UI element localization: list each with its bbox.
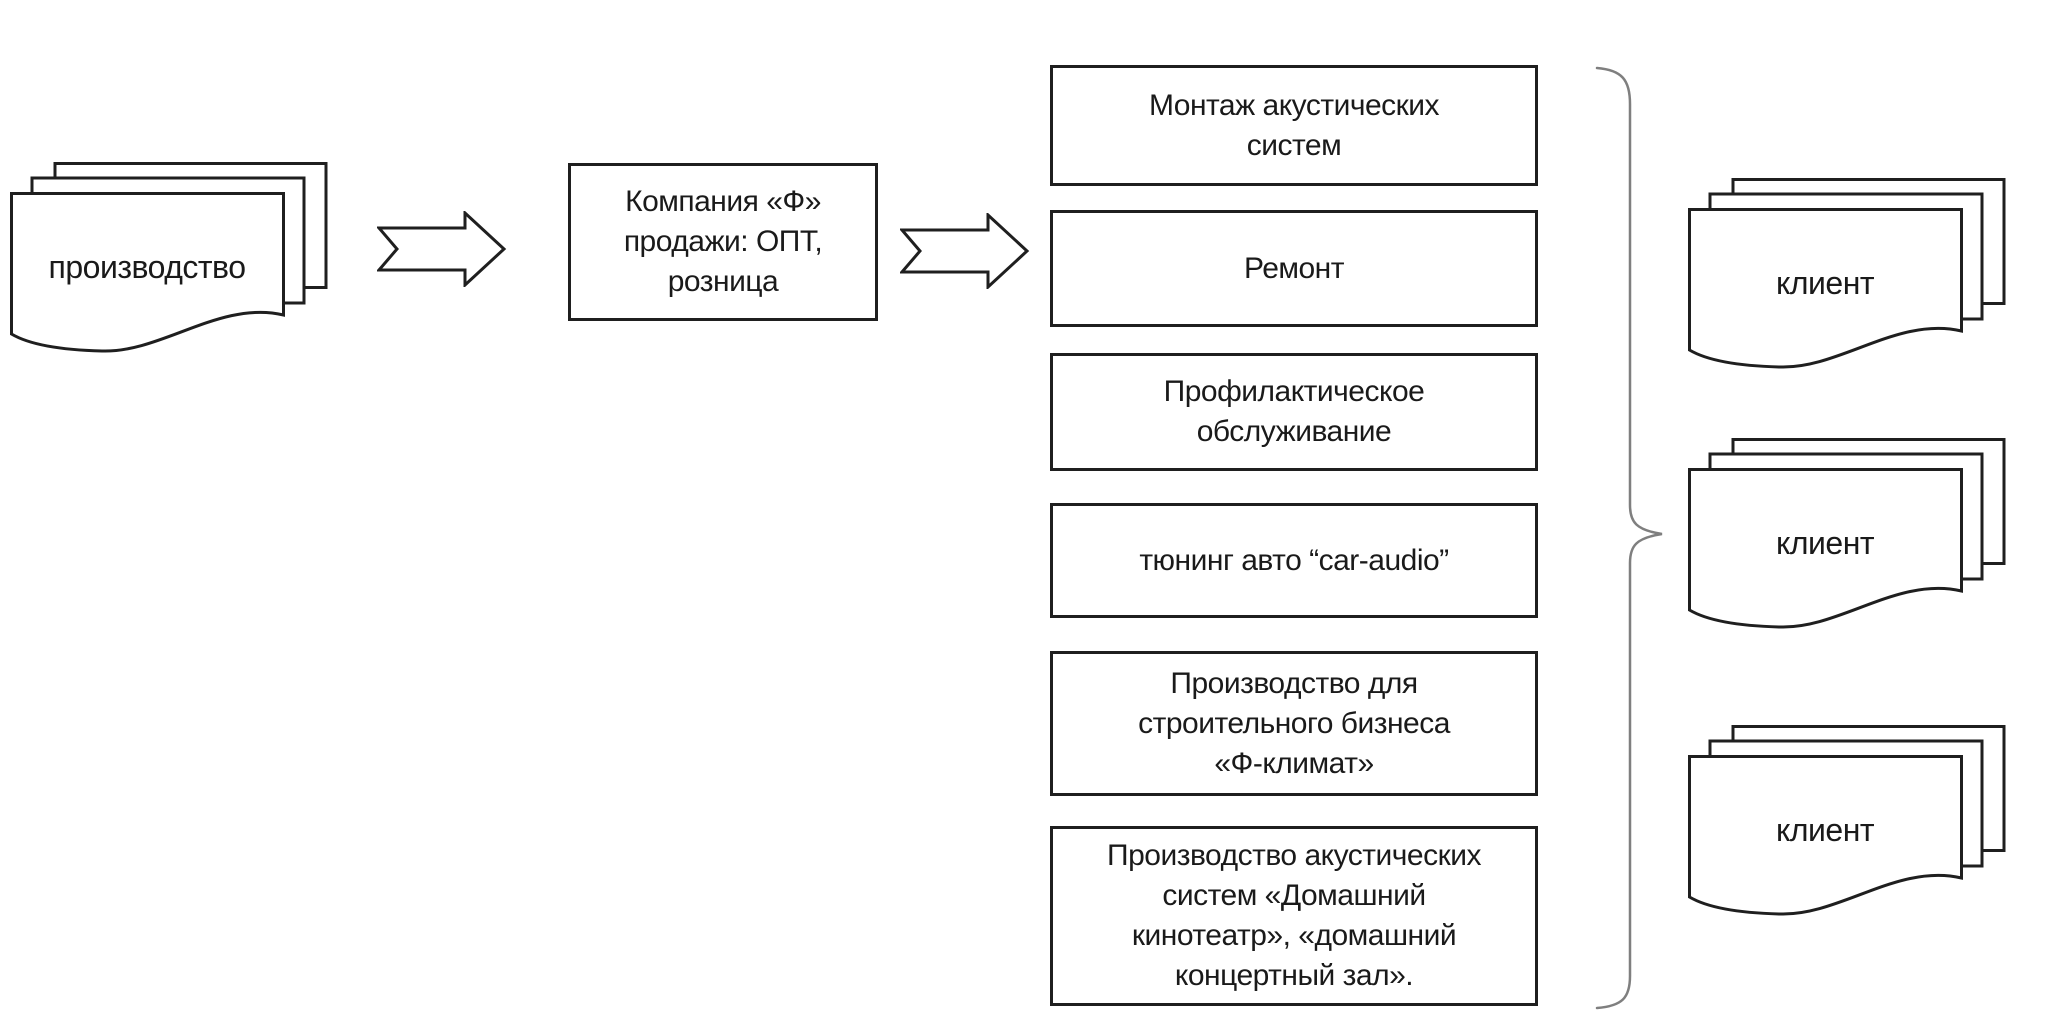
service-label-line: Монтаж акустических	[1148, 88, 1440, 122]
service-label-line: обслуживание	[1196, 415, 1392, 448]
service-label-line: тюнинг авто “car-audio”	[1139, 543, 1449, 577]
service-label-line: Производство для	[1170, 666, 1418, 700]
service-label-line: кинотеатр», «домашний	[1131, 919, 1457, 952]
client-doc-stack-2: клиент	[1688, 438, 2006, 634]
company-label-line-3: розница	[667, 265, 779, 298]
service-label-line: Ремонт	[1244, 251, 1345, 285]
flow-arrow-icon	[377, 211, 507, 287]
company-label-line-1: Компания «Ф»	[625, 185, 821, 218]
service-label-line: «Ф-климат»	[1214, 746, 1374, 780]
service-box-f-climate-production: Производство для строительного бизнеса «…	[1050, 651, 1538, 796]
document-stack-icon	[1688, 178, 2006, 369]
client-label: клиент	[1775, 524, 1875, 561]
grouping-brace-icon	[1595, 66, 1663, 1010]
document-stack-icon	[1688, 438, 2006, 629]
service-box-acoustic-installation: Монтаж акустических систем	[1050, 65, 1538, 186]
production-doc-stack: производство	[10, 162, 328, 358]
document-stack-icon	[1688, 725, 2006, 916]
document-stack-icon	[10, 162, 328, 353]
service-label-line: систем «Домашний	[1162, 879, 1426, 912]
service-label-line: Профилактическое	[1163, 375, 1425, 408]
client-label: клиент	[1775, 264, 1875, 301]
service-box-repair: Ремонт	[1050, 210, 1538, 327]
client-doc-stack-1: клиент	[1688, 178, 2006, 374]
service-box-acoustic-systems-production: Производство акустических систем «Домашн…	[1050, 826, 1538, 1006]
service-box-preventive-maintenance: Профилактическое обслуживание	[1050, 353, 1538, 471]
service-label-line: строительного бизнеса	[1138, 706, 1450, 740]
service-label-line: концертный зал».	[1174, 959, 1414, 992]
company-label-line-2: продажи: ОПТ,	[623, 225, 823, 258]
company-box: Компания «Ф» продажи: ОПТ, розница	[568, 163, 878, 321]
service-label-line: систем	[1246, 128, 1342, 162]
production-label: производство	[48, 248, 246, 285]
client-label: клиент	[1775, 811, 1875, 848]
flow-arrow-icon	[900, 213, 1030, 289]
service-label-line: Производство акустических	[1107, 839, 1481, 872]
client-doc-stack-3: клиент	[1688, 725, 2006, 921]
service-box-car-audio-tuning: тюнинг авто “car-audio”	[1050, 503, 1538, 618]
